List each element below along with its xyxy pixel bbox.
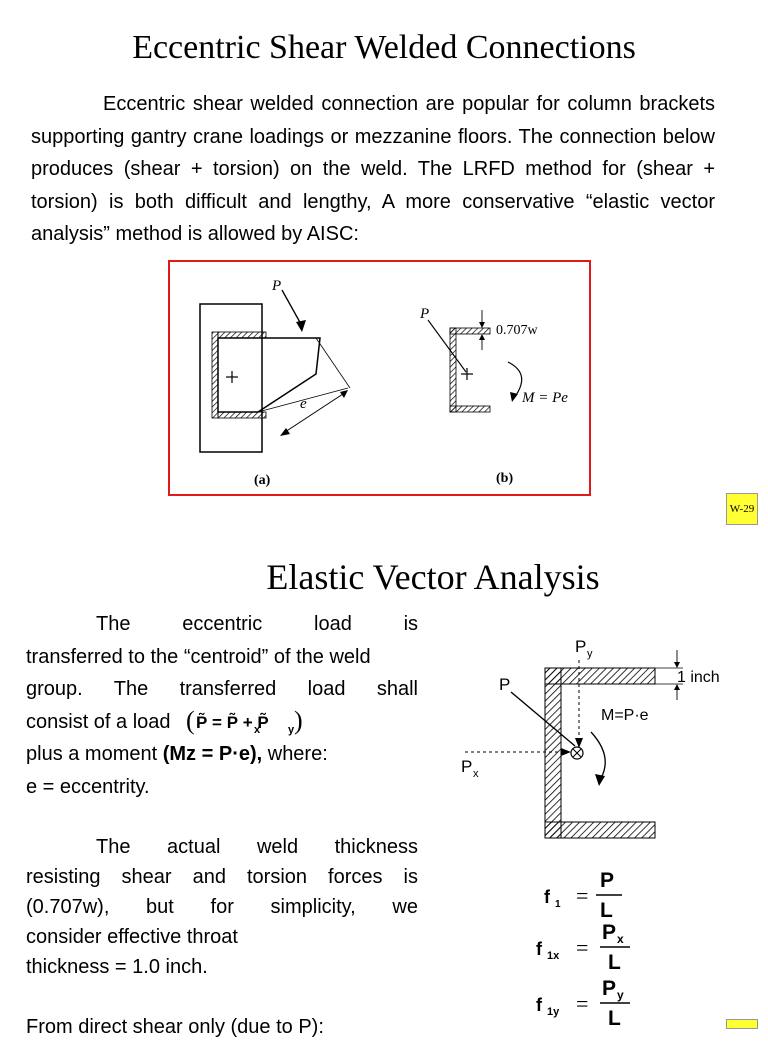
svg-text:L: L <box>600 899 613 921</box>
svg-text:1x: 1x <box>547 950 560 962</box>
intro-paragraph: Eccentric shear welded connection are po… <box>31 93 715 246</box>
svg-text:x: x <box>473 768 479 780</box>
svg-text:f: f <box>544 887 551 907</box>
caption-b: (b) <box>496 471 513 486</box>
svg-text:x: x <box>254 724 261 736</box>
moment-label-2: M=P·e <box>601 707 649 724</box>
slide-number-badge-next <box>726 1019 758 1029</box>
svg-text:=: = <box>576 935 588 960</box>
svg-text:P̃ = P̃ + P̃: P̃ = P̃ + P̃ <box>196 712 269 732</box>
svg-text:P: P <box>600 869 614 892</box>
svg-text:): ) <box>294 706 303 735</box>
paragraph-centroid: The eccentric load is transferred to the… <box>26 613 419 798</box>
paragraph-throat: The actual weld thickness resisting shea… <box>26 836 418 1038</box>
moment-label: M = Pe <box>521 390 568 406</box>
py-label: P <box>575 637 586 656</box>
weld-group-diagram: P y P P x M=P·e 1 inch <box>455 628 755 848</box>
moment-equation: (Mz = P·e), <box>162 743 263 766</box>
elastic-vector-analysis-term: elastic vector analysis <box>31 190 715 246</box>
svg-text:P: P <box>602 921 616 944</box>
svg-text:=: = <box>576 991 588 1016</box>
svg-text:=: = <box>576 883 588 908</box>
svg-text:y: y <box>288 724 295 736</box>
svg-text:L: L <box>608 1007 621 1025</box>
bracket-diagram: P e (a) P 0.707w M = Pe (b) <box>199 278 568 488</box>
svg-text:P: P <box>602 977 616 1000</box>
svg-text:L: L <box>608 951 621 974</box>
thickness-label: 1 inch <box>677 669 720 686</box>
load-label-b: P <box>419 306 429 322</box>
svg-text:f: f <box>536 939 543 959</box>
formula-f1y: f 1y = P y L <box>536 977 630 1025</box>
load-label: P <box>271 278 281 294</box>
eccentricity-label: e <box>300 396 307 412</box>
caption-a: (a) <box>254 473 271 488</box>
connection-figure: P e (a) P 0.707w M = Pe (b) <box>168 260 591 496</box>
formula-f1x: f 1x = P x L <box>536 921 630 974</box>
svg-text:(: ( <box>186 706 195 735</box>
svg-text:x: x <box>617 932 624 946</box>
slide-number-badge: W-29 <box>726 493 758 525</box>
formula-f1: f 1 = P L <box>544 869 622 921</box>
px-label: P <box>461 757 472 776</box>
slide-title: Eccentric Shear Welded Connections <box>132 29 636 66</box>
slide-title-2: Elastic Vector Analysis <box>266 557 600 597</box>
direct-shear-formulas: f 1 = P L f 1x = P x L f 1y = P y L <box>530 865 690 1025</box>
p-label: P <box>499 675 510 694</box>
svg-text:1y: 1y <box>547 1006 560 1018</box>
svg-text:y: y <box>617 988 624 1002</box>
throat-label: 0.707w <box>496 323 539 338</box>
load-vector-equation: ( P̃ = P̃ + P̃ x y ) <box>186 706 303 736</box>
svg-text:1: 1 <box>555 899 561 910</box>
svg-text:y: y <box>587 648 593 660</box>
svg-text:f: f <box>536 995 543 1015</box>
